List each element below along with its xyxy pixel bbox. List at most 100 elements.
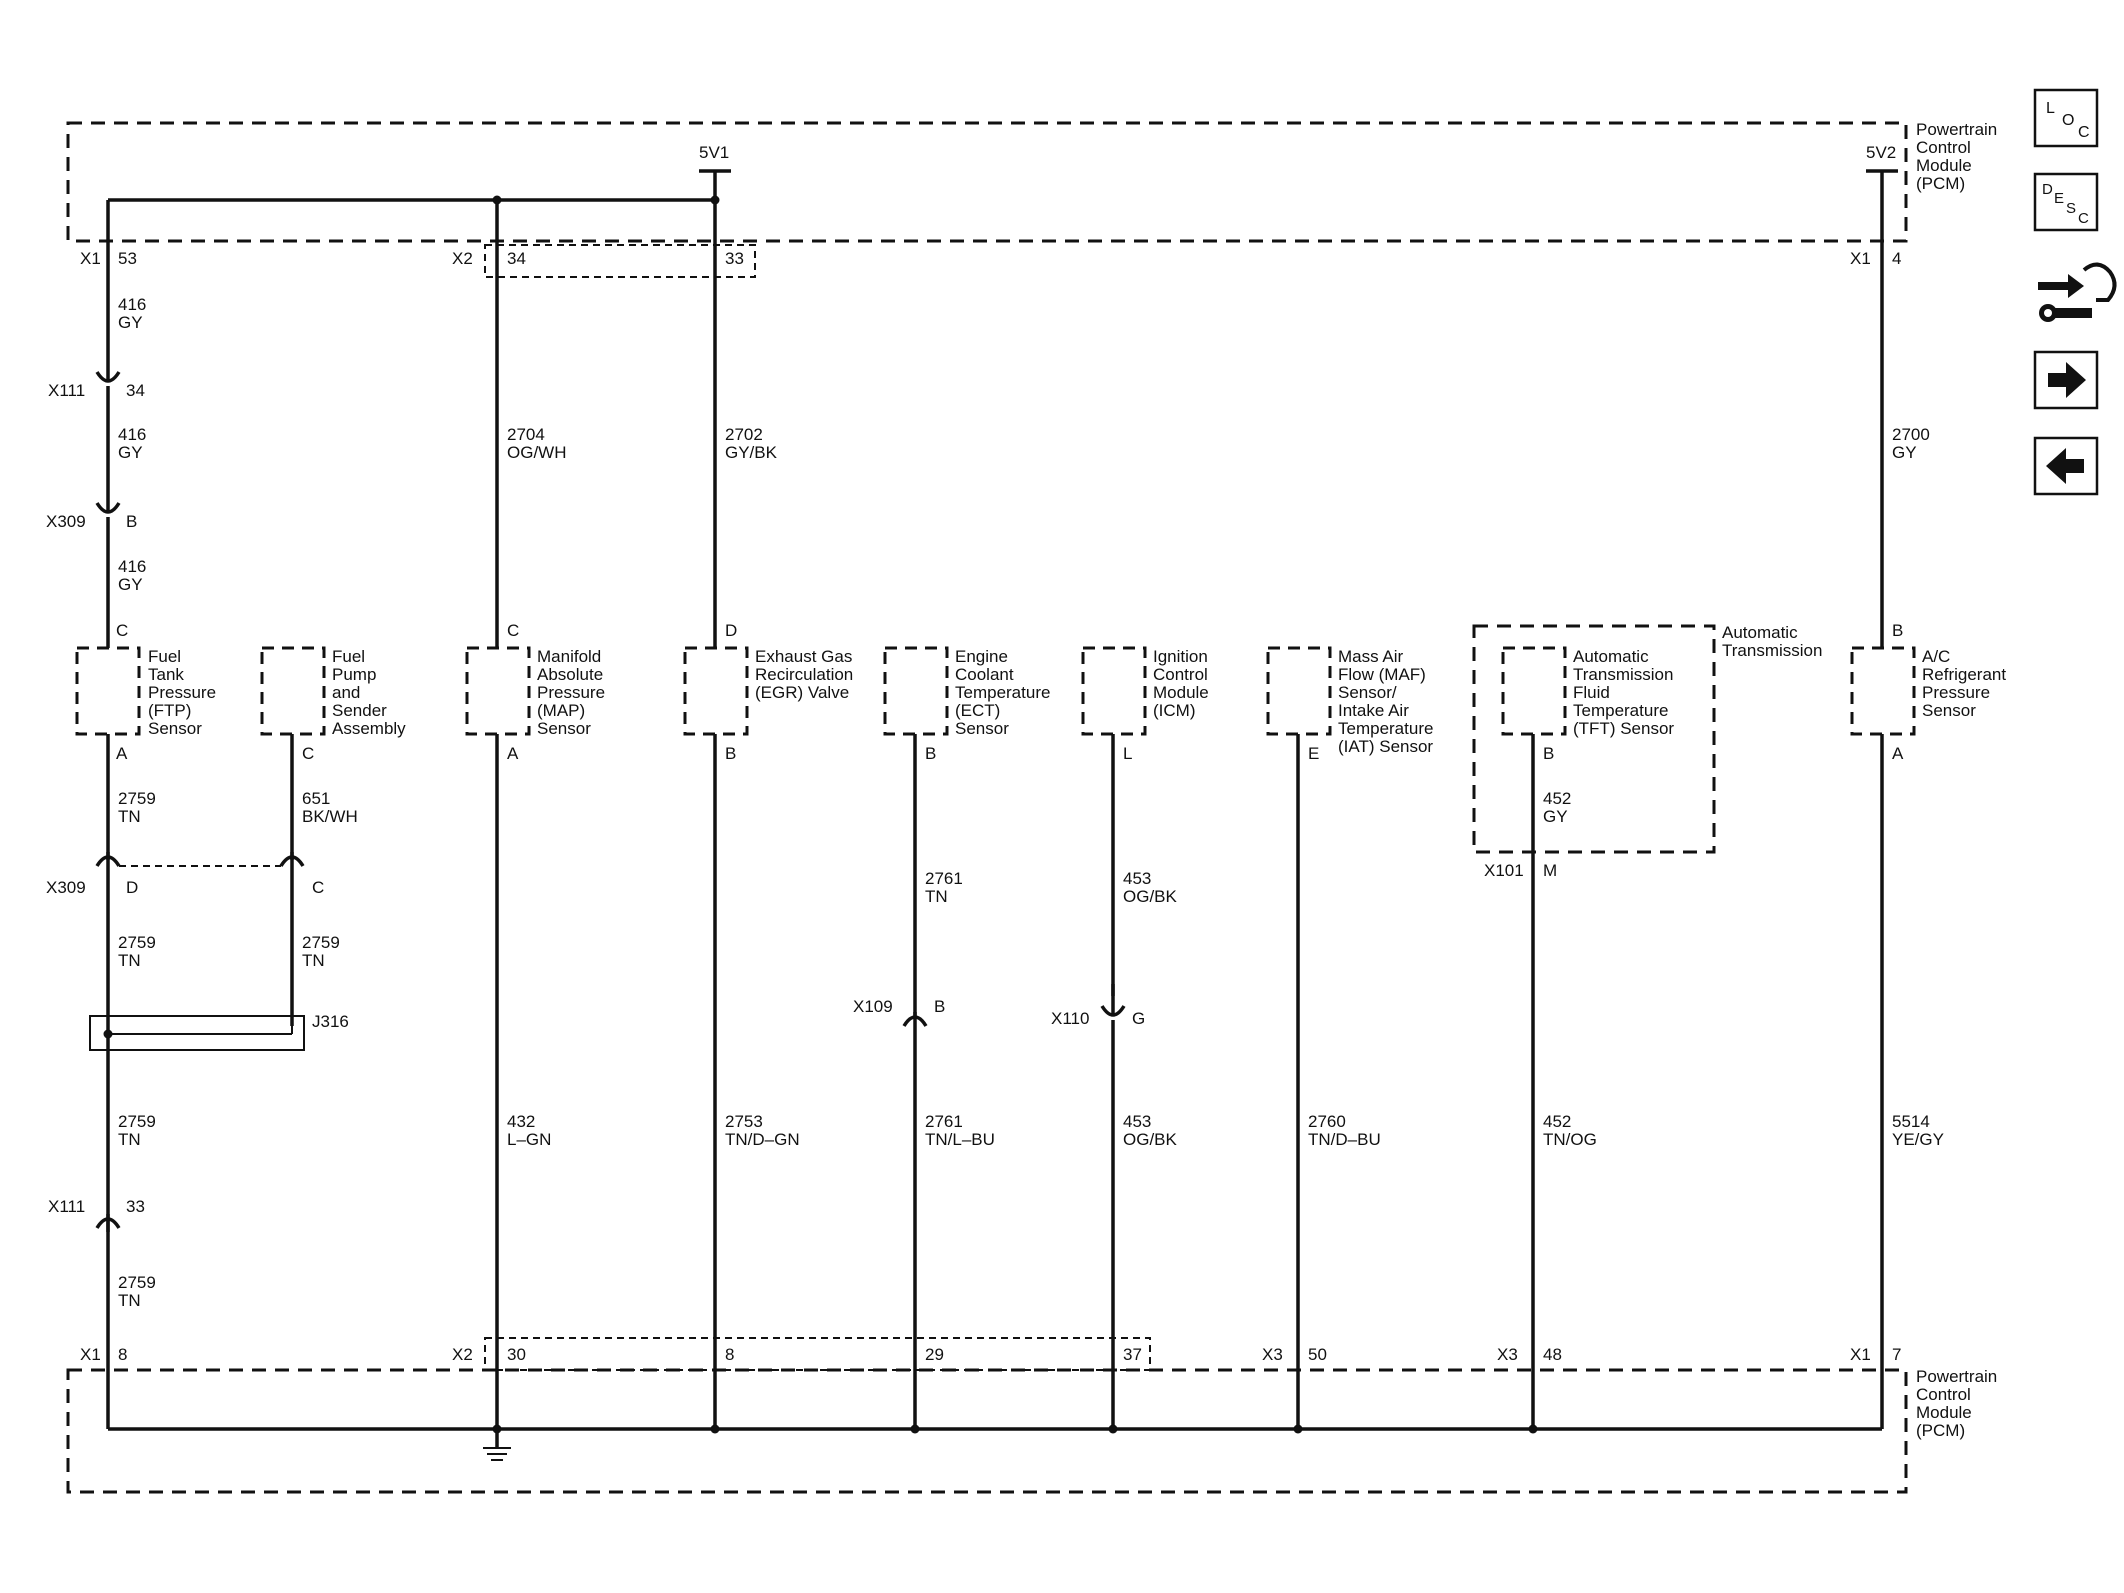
map-sensor-box: [465, 646, 531, 736]
svg-text:Pressure: Pressure: [537, 683, 605, 702]
wire-2759-circuit: 2759: [302, 933, 340, 952]
pin-30: 30: [507, 1345, 526, 1364]
connector-x110: [1100, 984, 1126, 1017]
desc-icon: D E S C: [2042, 181, 2089, 227]
wire-2700-color: GY: [1892, 443, 1917, 462]
pin-8: 8: [725, 1345, 734, 1364]
x309-label: X309: [46, 512, 86, 531]
map-pin-a: A: [507, 744, 519, 763]
svg-text:Pressure: Pressure: [1922, 683, 1990, 702]
pin-x2-label: X2: [452, 1345, 473, 1364]
connector-x309-c: [279, 852, 305, 870]
connector-x109: [902, 1012, 928, 1042]
splice-dot: [710, 195, 720, 205]
svg-text:(ICM): (ICM): [1153, 701, 1195, 720]
svg-text:Transmission: Transmission: [1573, 665, 1673, 684]
ftp-sensor-box: [75, 646, 141, 736]
wire-651-color: BK/WH: [302, 807, 358, 826]
pcm-top-boundary: [66, 121, 1908, 243]
pin-x1b-label: X1: [1850, 1345, 1871, 1364]
ect-pin-b: B: [925, 744, 936, 763]
ftp-sensor-label: Fuel Tank Pressure (FTP) Sensor: [148, 647, 216, 738]
ect-sensor-box: [883, 646, 949, 736]
svg-text:and: and: [332, 683, 360, 702]
svg-text:L: L: [2046, 100, 2055, 117]
pcm-top-label-3: Module: [1916, 156, 1972, 175]
tft-sensor-box: [1501, 646, 1567, 736]
arrow-right-icon: [2048, 362, 2086, 398]
wire-452-color: GY: [1543, 807, 1568, 826]
bus-splice-dots: [492, 1424, 1538, 1434]
map-sensor-label: Manifold Absolute Pressure (MAP) Sensor: [537, 647, 605, 738]
pin-37: 37: [1123, 1345, 1142, 1364]
location-view-button[interactable]: L O C: [2033, 88, 2099, 148]
wire-2761-circuit: 2761: [925, 1112, 963, 1131]
svg-text:Ignition: Ignition: [1153, 647, 1208, 666]
x110-pin-g: G: [1132, 1009, 1145, 1028]
ftp-pin-c: C: [116, 621, 128, 640]
wire-432-circuit: 432: [507, 1112, 535, 1131]
repair-procedures-button[interactable]: [2038, 262, 2117, 322]
wire-2753-color: TN/D–GN: [725, 1130, 800, 1149]
ac-pressure-sensor-box: [1850, 646, 1916, 736]
fuel-pump-box: [260, 646, 326, 736]
fuel-pump-label: Fuel Pump and Sender Assembly: [332, 647, 406, 738]
pin-x1-label: X1: [80, 249, 101, 268]
svg-text:Automatic: Automatic: [1722, 623, 1798, 642]
wire-416-circuit: 416: [118, 557, 146, 576]
svg-text:Pressure: Pressure: [148, 683, 216, 702]
wire-416-color: GY: [118, 443, 143, 462]
wire-2761-color: TN: [925, 887, 948, 906]
svg-text:Fluid: Fluid: [1573, 683, 1610, 702]
x2-connector-bracket-top: [484, 244, 756, 278]
svg-text:(MAP): (MAP): [537, 701, 585, 720]
supply-5v1-label: 5V1: [699, 143, 729, 162]
egr-pin-b: B: [725, 744, 736, 763]
next-page-button[interactable]: [2033, 350, 2099, 410]
svg-text:Assembly: Assembly: [332, 719, 406, 738]
pin-8: 8: [118, 1345, 127, 1364]
wire-416-color: GY: [118, 313, 143, 332]
x101-pin-m: M: [1543, 861, 1557, 880]
wire-2702-circuit: 2702: [725, 425, 763, 444]
pin-x1b-label: X1: [1850, 249, 1871, 268]
wire-2704-circuit: 2704: [507, 425, 545, 444]
svg-text:(IAT) Sensor: (IAT) Sensor: [1338, 737, 1433, 756]
fuel-pump-pin-c: C: [302, 744, 314, 763]
svg-text:Sensor: Sensor: [1922, 701, 1976, 720]
maf-iat-sensor-label: Mass Air Flow (MAF) Sensor/ Intake Air T…: [1338, 647, 1433, 756]
pin-x3-label: X3: [1497, 1345, 1518, 1364]
wire-2753-circuit: 2753: [725, 1112, 763, 1131]
x111-pin-33: 33: [126, 1197, 145, 1216]
svg-text:Exhaust Gas: Exhaust Gas: [755, 647, 852, 666]
ftp-pin-a: A: [116, 744, 128, 763]
pcm-bottom-label: Powertrain Control Module (PCM): [1916, 1367, 1997, 1440]
x309-pin-b: B: [126, 512, 137, 531]
wire-2704-color: OG/WH: [507, 443, 567, 462]
svg-text:Fuel: Fuel: [148, 647, 181, 666]
wire-2759-color: TN: [118, 807, 141, 826]
svg-text:Mass Air: Mass Air: [1338, 647, 1404, 666]
x101-label: X101: [1484, 861, 1524, 880]
connector-wrench-icon: [2038, 262, 2117, 322]
wire-5514-color: YE/GY: [1892, 1130, 1944, 1149]
svg-text:Sensor: Sensor: [955, 719, 1009, 738]
pin-x3-label: X3: [1262, 1345, 1283, 1364]
wire-651-circuit: 651: [302, 789, 330, 808]
x309-pin-c: C: [312, 878, 324, 897]
svg-text:D: D: [2042, 181, 2053, 198]
svg-text:Temperature: Temperature: [1338, 719, 1433, 738]
svg-text:Recirculation: Recirculation: [755, 665, 853, 684]
icm-box: [1081, 646, 1147, 736]
x2-connector-bracket-bottom: [484, 1337, 1151, 1371]
egr-valve-box: [683, 646, 749, 736]
pin-x1-label: X1: [80, 1345, 101, 1364]
wire-416-circuit: 416: [118, 425, 146, 444]
svg-text:Sensor: Sensor: [537, 719, 591, 738]
description-view-button[interactable]: D E S C: [2033, 172, 2099, 232]
x111-label: X111: [48, 1197, 85, 1216]
previous-page-button[interactable]: [2033, 436, 2099, 496]
svg-text:Engine: Engine: [955, 647, 1008, 666]
svg-text:C: C: [2078, 124, 2090, 141]
wire-416-circuit: 416: [118, 295, 146, 314]
